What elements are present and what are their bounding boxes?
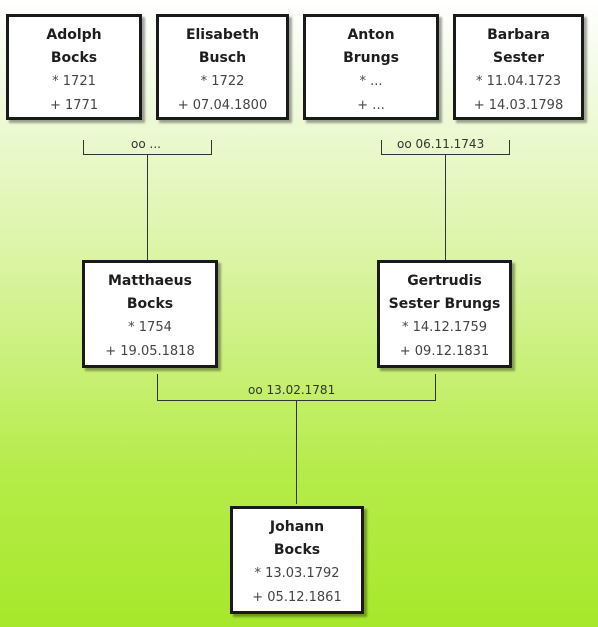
person-death: + 1771 bbox=[49, 98, 99, 113]
person-birth: * 1721 bbox=[52, 74, 96, 89]
person-first-name: Elisabeth bbox=[185, 27, 260, 43]
person-death: + 07.04.1800 bbox=[177, 98, 268, 113]
person-death: + 19.05.1818 bbox=[105, 344, 195, 359]
person-last-name: Brungs bbox=[343, 50, 399, 66]
person-birth: * 1722 bbox=[200, 74, 245, 89]
marriage-label-bocks-busch: oo ... bbox=[131, 137, 161, 151]
person-birth: * ... bbox=[359, 74, 383, 89]
person-death: + 14.03.1798 bbox=[473, 98, 564, 113]
person-box-barbara-sester[interactable]: Barbara Sester * 11.04.1723 + 14.03.1798 bbox=[453, 14, 584, 120]
person-death: + 05.12.1861 bbox=[252, 590, 342, 605]
person-last-name: Sester Brungs bbox=[388, 296, 501, 312]
person-box-matthaeus-bocks[interactable]: Matthaeus Bocks * 1754 + 19.05.1818 bbox=[82, 260, 218, 368]
person-first-name: Matthaeus bbox=[108, 273, 192, 289]
person-first-name: Johann bbox=[269, 519, 325, 535]
person-box-johann-bocks[interactable]: Johann Bocks * 13.03.1792 + 05.12.1861 bbox=[230, 506, 364, 614]
person-box-anton-brungs[interactable]: Anton Brungs * ... + ... bbox=[303, 14, 439, 120]
person-first-name: Barbara bbox=[487, 27, 550, 43]
person-birth: * 13.03.1792 bbox=[254, 566, 340, 581]
person-box-elisabeth-busch[interactable]: Elisabeth Busch * 1722 + 07.04.1800 bbox=[156, 14, 289, 120]
person-last-name: Bocks bbox=[126, 296, 174, 312]
person-first-name: Anton bbox=[347, 27, 395, 43]
person-birth: * 11.04.1723 bbox=[475, 74, 562, 89]
person-box-gertrudis-sester-brungs[interactable]: Gertrudis Sester Brungs * 14.12.1759 + 0… bbox=[377, 260, 512, 368]
marriage-label-brungs-sester: oo 06.11.1743 bbox=[397, 137, 485, 151]
person-last-name: Sester bbox=[492, 50, 544, 66]
person-death: + 09.12.1831 bbox=[399, 344, 490, 359]
person-first-name: Gertrudis bbox=[407, 273, 482, 289]
person-death: + ... bbox=[357, 98, 385, 113]
person-last-name: Bocks bbox=[273, 542, 321, 558]
person-first-name: Adolph bbox=[46, 27, 102, 43]
person-last-name: Bocks bbox=[50, 50, 98, 66]
person-box-adolph-bocks[interactable]: Adolph Bocks * 1721 + 1771 bbox=[6, 14, 142, 120]
person-birth: * 1754 bbox=[128, 320, 172, 335]
person-last-name: Busch bbox=[198, 50, 247, 66]
person-birth: * 14.12.1759 bbox=[401, 320, 488, 335]
marriage-label-bocks-brungs: oo 13.02.1781 bbox=[248, 383, 336, 397]
